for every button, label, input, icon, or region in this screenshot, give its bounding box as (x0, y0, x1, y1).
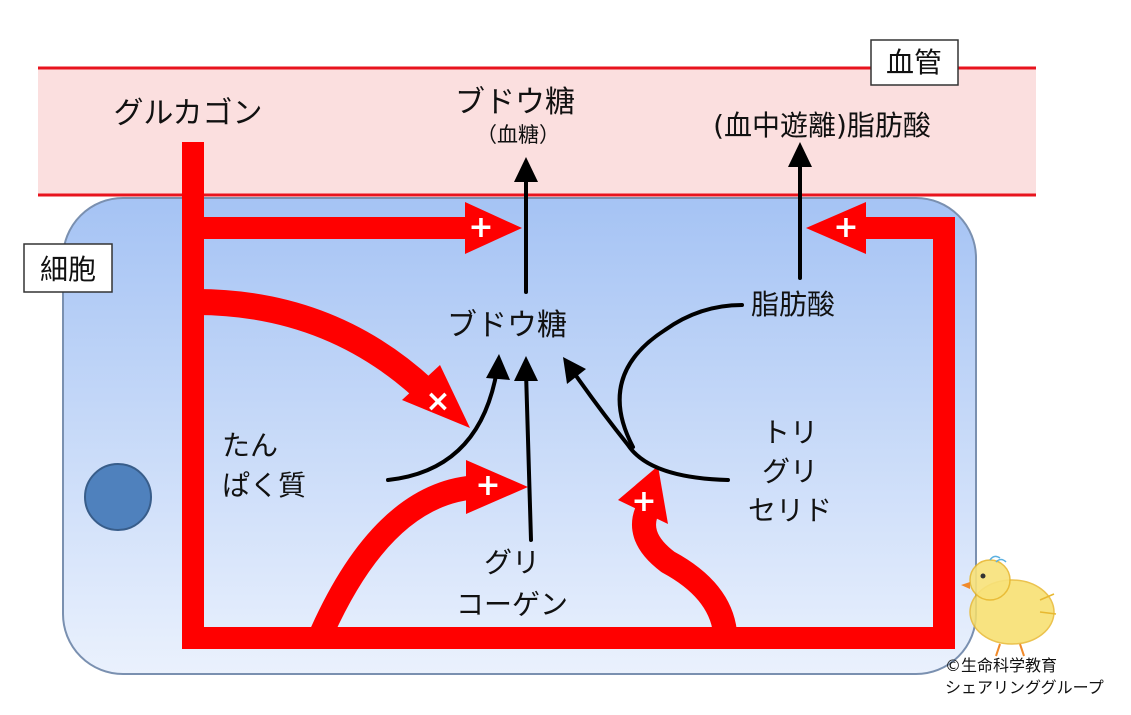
arrowhead-glucose-to-blood (514, 157, 538, 182)
glycogen-label-line1: グリ (484, 546, 540, 579)
arrowhead-fatty-acid-to-blood (788, 142, 812, 167)
plus-sign-glucose-release: + (468, 210, 493, 245)
signal-arrow-inhibit-protein-shaft (195, 289, 434, 400)
plus-sign-triglyceride: + (631, 484, 656, 519)
signal-arrowhead-triglyceride (618, 466, 668, 524)
plus-sign-fatty-acid-release: + (833, 210, 858, 245)
copyright-notice: ©生命科学教育 シェアリンググループ (945, 655, 1104, 699)
signal-arrowhead-glycogen (466, 460, 528, 514)
signal-arrowhead-inhibit-protein (402, 365, 470, 428)
cell-nucleus (84, 463, 152, 531)
reaction-arrowheads (486, 142, 812, 384)
glucagon-label: グルカゴン (113, 96, 262, 131)
protein-label-line1: たん (222, 429, 278, 462)
fatty-acid-label: 脂肪酸 (751, 288, 835, 321)
blood-vessel-label-box (870, 39, 959, 86)
protein-label-line2: ぱく質 (222, 469, 306, 502)
blood-vessel (38, 68, 1036, 195)
reaction-arrows (386, 153, 802, 542)
arrowhead-protein-to-glucose (486, 354, 510, 380)
signal-arrow-glycogen-shaft (311, 475, 480, 637)
arrow-glycogen-to-glucose (524, 370, 533, 542)
plus-sign-glycogen: + (475, 468, 500, 503)
blood-vessel-label: 血管 (886, 46, 942, 79)
free-fatty-acid-label: (血中遊離)脂肪酸 (713, 109, 931, 142)
glycogen-label-line2: コーゲン (456, 588, 568, 621)
triglyceride-label-line2: グリ (762, 455, 818, 488)
triglyceride-label-line1: トリ (762, 416, 818, 449)
arrow-triglyceride-to-glucose (570, 368, 730, 482)
glucose-label: ブドウ糖 (447, 308, 567, 343)
blood-glucose-label: ブドウ糖 (455, 85, 575, 120)
cell-label: 細胞 (40, 253, 96, 286)
copyright-line1: ©生命科学教育 (945, 656, 1058, 675)
copyright-line2: シェアリンググループ (945, 678, 1104, 697)
cross-sign-protein: × (425, 384, 450, 419)
arrowhead-triglyceride-to-glucose (563, 357, 586, 384)
arrow-protein-to-glucose (386, 368, 499, 482)
triglyceride-label-line3: セリド (748, 494, 832, 527)
blood-glucose-sublabel: （血糖） (476, 123, 560, 147)
signal-arrowhead-glucose-release (465, 202, 522, 254)
chick-mascot-drawing (961, 555, 1057, 657)
signal-arrowhead-fatty-acid-release (806, 202, 866, 254)
signal-arrow-triglyceride-shaft (632, 498, 737, 635)
cell-label-box (23, 243, 113, 293)
glucagon-signal-frame (182, 142, 955, 649)
arrow-triglyceride-to-fatty-acid (617, 303, 744, 449)
arrowhead-glycogen-to-glucose (514, 356, 538, 381)
